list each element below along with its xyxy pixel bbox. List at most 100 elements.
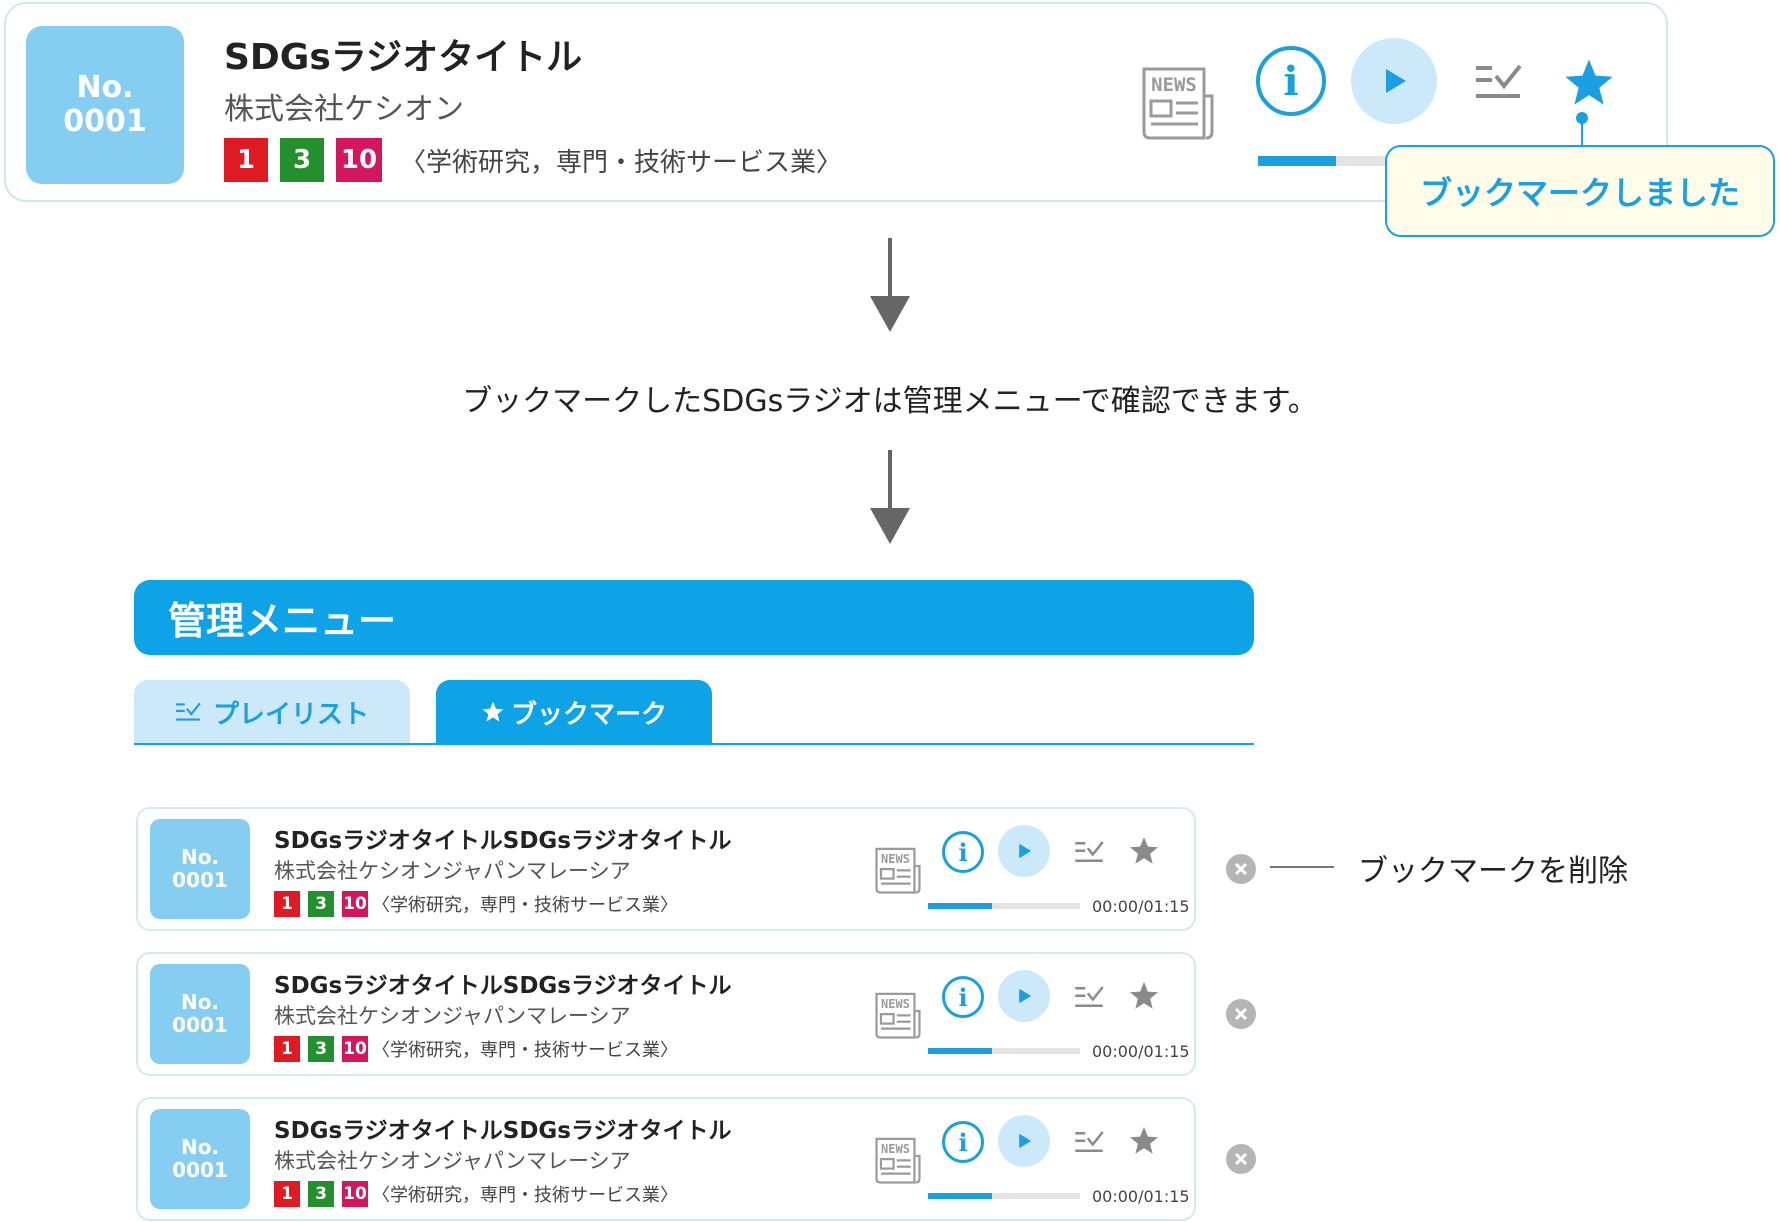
playlist-icon bbox=[1075, 1131, 1104, 1152]
news-icon[interactable]: NEWS bbox=[874, 992, 922, 1040]
callout-line bbox=[1270, 866, 1334, 868]
industry-category: 〈学術研究，専門・技術サービス業〉 bbox=[400, 147, 843, 178]
sdg-badges: 1 3 10 〈学術研究，専門・技術サービス業〉 bbox=[274, 1181, 678, 1207]
bookmark-button[interactable] bbox=[1128, 980, 1160, 1012]
sdg-badge-3: 3 bbox=[280, 138, 324, 182]
sdg-badge-1: 1 bbox=[274, 891, 300, 917]
radio-title: SDGsラジオタイトルSDGsラジオタイトル bbox=[274, 973, 732, 999]
sdg-badge-1: 1 bbox=[274, 1036, 300, 1062]
sdg-badges: 1 3 10 〈学術研究，専門・技術サービス業〉 bbox=[274, 891, 678, 917]
play-icon bbox=[1386, 69, 1406, 93]
admin-menu-title: 管理メニュー bbox=[168, 599, 397, 643]
bookmark-button[interactable] bbox=[1562, 56, 1616, 110]
sdg-badge-3: 3 bbox=[308, 1181, 334, 1207]
progress-bar[interactable] bbox=[928, 903, 1080, 909]
playlist-add-button[interactable] bbox=[1074, 984, 1104, 1010]
progress-fill bbox=[928, 903, 992, 909]
company-name: 株式会社ケシオンジャパンマレーシア bbox=[274, 859, 631, 883]
delete-bookmark-button[interactable] bbox=[1226, 1144, 1256, 1174]
sdg-badge-3: 3 bbox=[308, 891, 334, 917]
info-button[interactable]: i bbox=[942, 976, 984, 1018]
info-button[interactable]: i bbox=[942, 831, 984, 873]
news-icon-label: NEWS bbox=[1151, 74, 1197, 96]
progress-bar[interactable] bbox=[928, 1048, 1080, 1054]
progress-fill bbox=[1258, 156, 1337, 166]
sdg-badge-10: 10 bbox=[342, 1181, 368, 1207]
info-message: ブックマークしたSDGsラジオは管理メニューで確認できます。 bbox=[462, 384, 1318, 419]
playlist-add-button[interactable] bbox=[1074, 1129, 1104, 1155]
bookmark-tooltip: ブックマークしました bbox=[1385, 145, 1775, 237]
star-icon bbox=[1130, 837, 1158, 864]
company-name: 株式会社ケシオンジャパンマレーシア bbox=[274, 1004, 631, 1028]
playlist-icon bbox=[1476, 64, 1522, 98]
number-value: 0001 bbox=[172, 1013, 228, 1037]
play-button[interactable] bbox=[998, 1115, 1050, 1167]
close-icon bbox=[1234, 1007, 1248, 1021]
tab-bookmark[interactable]: ブックマーク bbox=[436, 680, 712, 744]
playlist-icon bbox=[1075, 986, 1104, 1007]
admin-menu-header: 管理メニュー bbox=[134, 580, 1254, 655]
news-icon[interactable]: NEWS bbox=[874, 1137, 922, 1185]
radio-title: SDGsラジオタイトルSDGsラジオタイトル bbox=[274, 828, 732, 854]
bookmark-button[interactable] bbox=[1128, 1125, 1160, 1157]
playlist-icon bbox=[176, 702, 201, 721]
play-button[interactable] bbox=[1351, 38, 1437, 124]
tooltip-text: ブックマークしました bbox=[1419, 174, 1740, 212]
info-button[interactable]: i bbox=[942, 1121, 984, 1163]
tab-bookmark-label: ブックマーク bbox=[510, 699, 667, 730]
info-button[interactable]: i bbox=[1256, 46, 1326, 116]
progress-fill bbox=[928, 1048, 992, 1054]
play-icon bbox=[1019, 988, 1032, 1004]
playback-time: 00:00/01:15 bbox=[1092, 897, 1190, 916]
tab-playlist[interactable]: プレイリスト bbox=[134, 680, 410, 744]
play-button[interactable] bbox=[998, 825, 1050, 877]
delete-bookmark-button[interactable] bbox=[1226, 854, 1256, 884]
sdg-badge-1: 1 bbox=[224, 138, 268, 182]
info-icon: i bbox=[958, 1127, 968, 1157]
company-name: 株式会社ケシオン bbox=[224, 92, 464, 127]
close-icon bbox=[1234, 1152, 1248, 1166]
number-box: No. 0001 bbox=[150, 1109, 250, 1209]
industry-category: 〈学術研究，専門・技術サービス業〉 bbox=[372, 895, 678, 916]
number-label: No. bbox=[180, 845, 220, 869]
bookmark-row: No. 0001 SDGsラジオタイトルSDGsラジオタイトル 株式会社ケシオン… bbox=[136, 807, 1196, 931]
play-button[interactable] bbox=[998, 970, 1050, 1022]
playback-time: 00:00/01:15 bbox=[1092, 1187, 1190, 1206]
arrow-down-icon bbox=[868, 238, 912, 334]
sdg-badge-3: 3 bbox=[308, 1036, 334, 1062]
playback-time: 00:00/01:15 bbox=[1092, 1042, 1190, 1061]
number-value: 0001 bbox=[63, 104, 147, 139]
number-label: No. bbox=[76, 69, 134, 105]
tab-divider bbox=[134, 743, 1254, 745]
star-icon bbox=[482, 701, 504, 722]
playlist-add-button[interactable] bbox=[1474, 62, 1522, 102]
info-icon: i bbox=[958, 837, 968, 867]
sdg-badge-1: 1 bbox=[274, 1181, 300, 1207]
info-icon: i bbox=[958, 982, 968, 1012]
sdg-badges: 1 3 10 〈学術研究，専門・技術サービス業〉 bbox=[224, 138, 842, 182]
playlist-add-button[interactable] bbox=[1074, 839, 1104, 865]
play-icon bbox=[1019, 843, 1032, 859]
bookmark-row: No. 0001 SDGsラジオタイトルSDGsラジオタイトル 株式会社ケシオン… bbox=[136, 1097, 1196, 1221]
progress-bar[interactable] bbox=[928, 1193, 1080, 1199]
news-icon-label: NEWS bbox=[881, 997, 910, 1011]
tab-playlist-label: プレイリスト bbox=[212, 699, 369, 730]
info-icon: i bbox=[1283, 57, 1299, 105]
arrow-down-icon bbox=[868, 450, 912, 546]
number-label: No. bbox=[180, 990, 220, 1014]
sdg-badge-10: 10 bbox=[336, 138, 382, 182]
delete-bookmark-callout: ブックマークを削除 bbox=[1358, 854, 1628, 889]
number-box: No. 0001 bbox=[26, 26, 184, 184]
radio-title: SDGsラジオタイトルSDGsラジオタイトル bbox=[274, 1118, 732, 1144]
company-name: 株式会社ケシオンジャパンマレーシア bbox=[274, 1149, 631, 1173]
news-icon[interactable]: NEWS bbox=[1140, 66, 1216, 142]
bookmark-button[interactable] bbox=[1128, 835, 1160, 867]
delete-bookmark-button[interactable] bbox=[1226, 999, 1256, 1029]
news-icon[interactable]: NEWS bbox=[874, 847, 922, 895]
industry-category: 〈学術研究，専門・技術サービス業〉 bbox=[372, 1040, 678, 1061]
news-icon-label: NEWS bbox=[881, 852, 910, 866]
star-icon bbox=[1130, 982, 1158, 1009]
close-icon bbox=[1234, 862, 1248, 876]
star-icon bbox=[1565, 59, 1613, 105]
progress-bar[interactable] bbox=[1258, 156, 1418, 166]
